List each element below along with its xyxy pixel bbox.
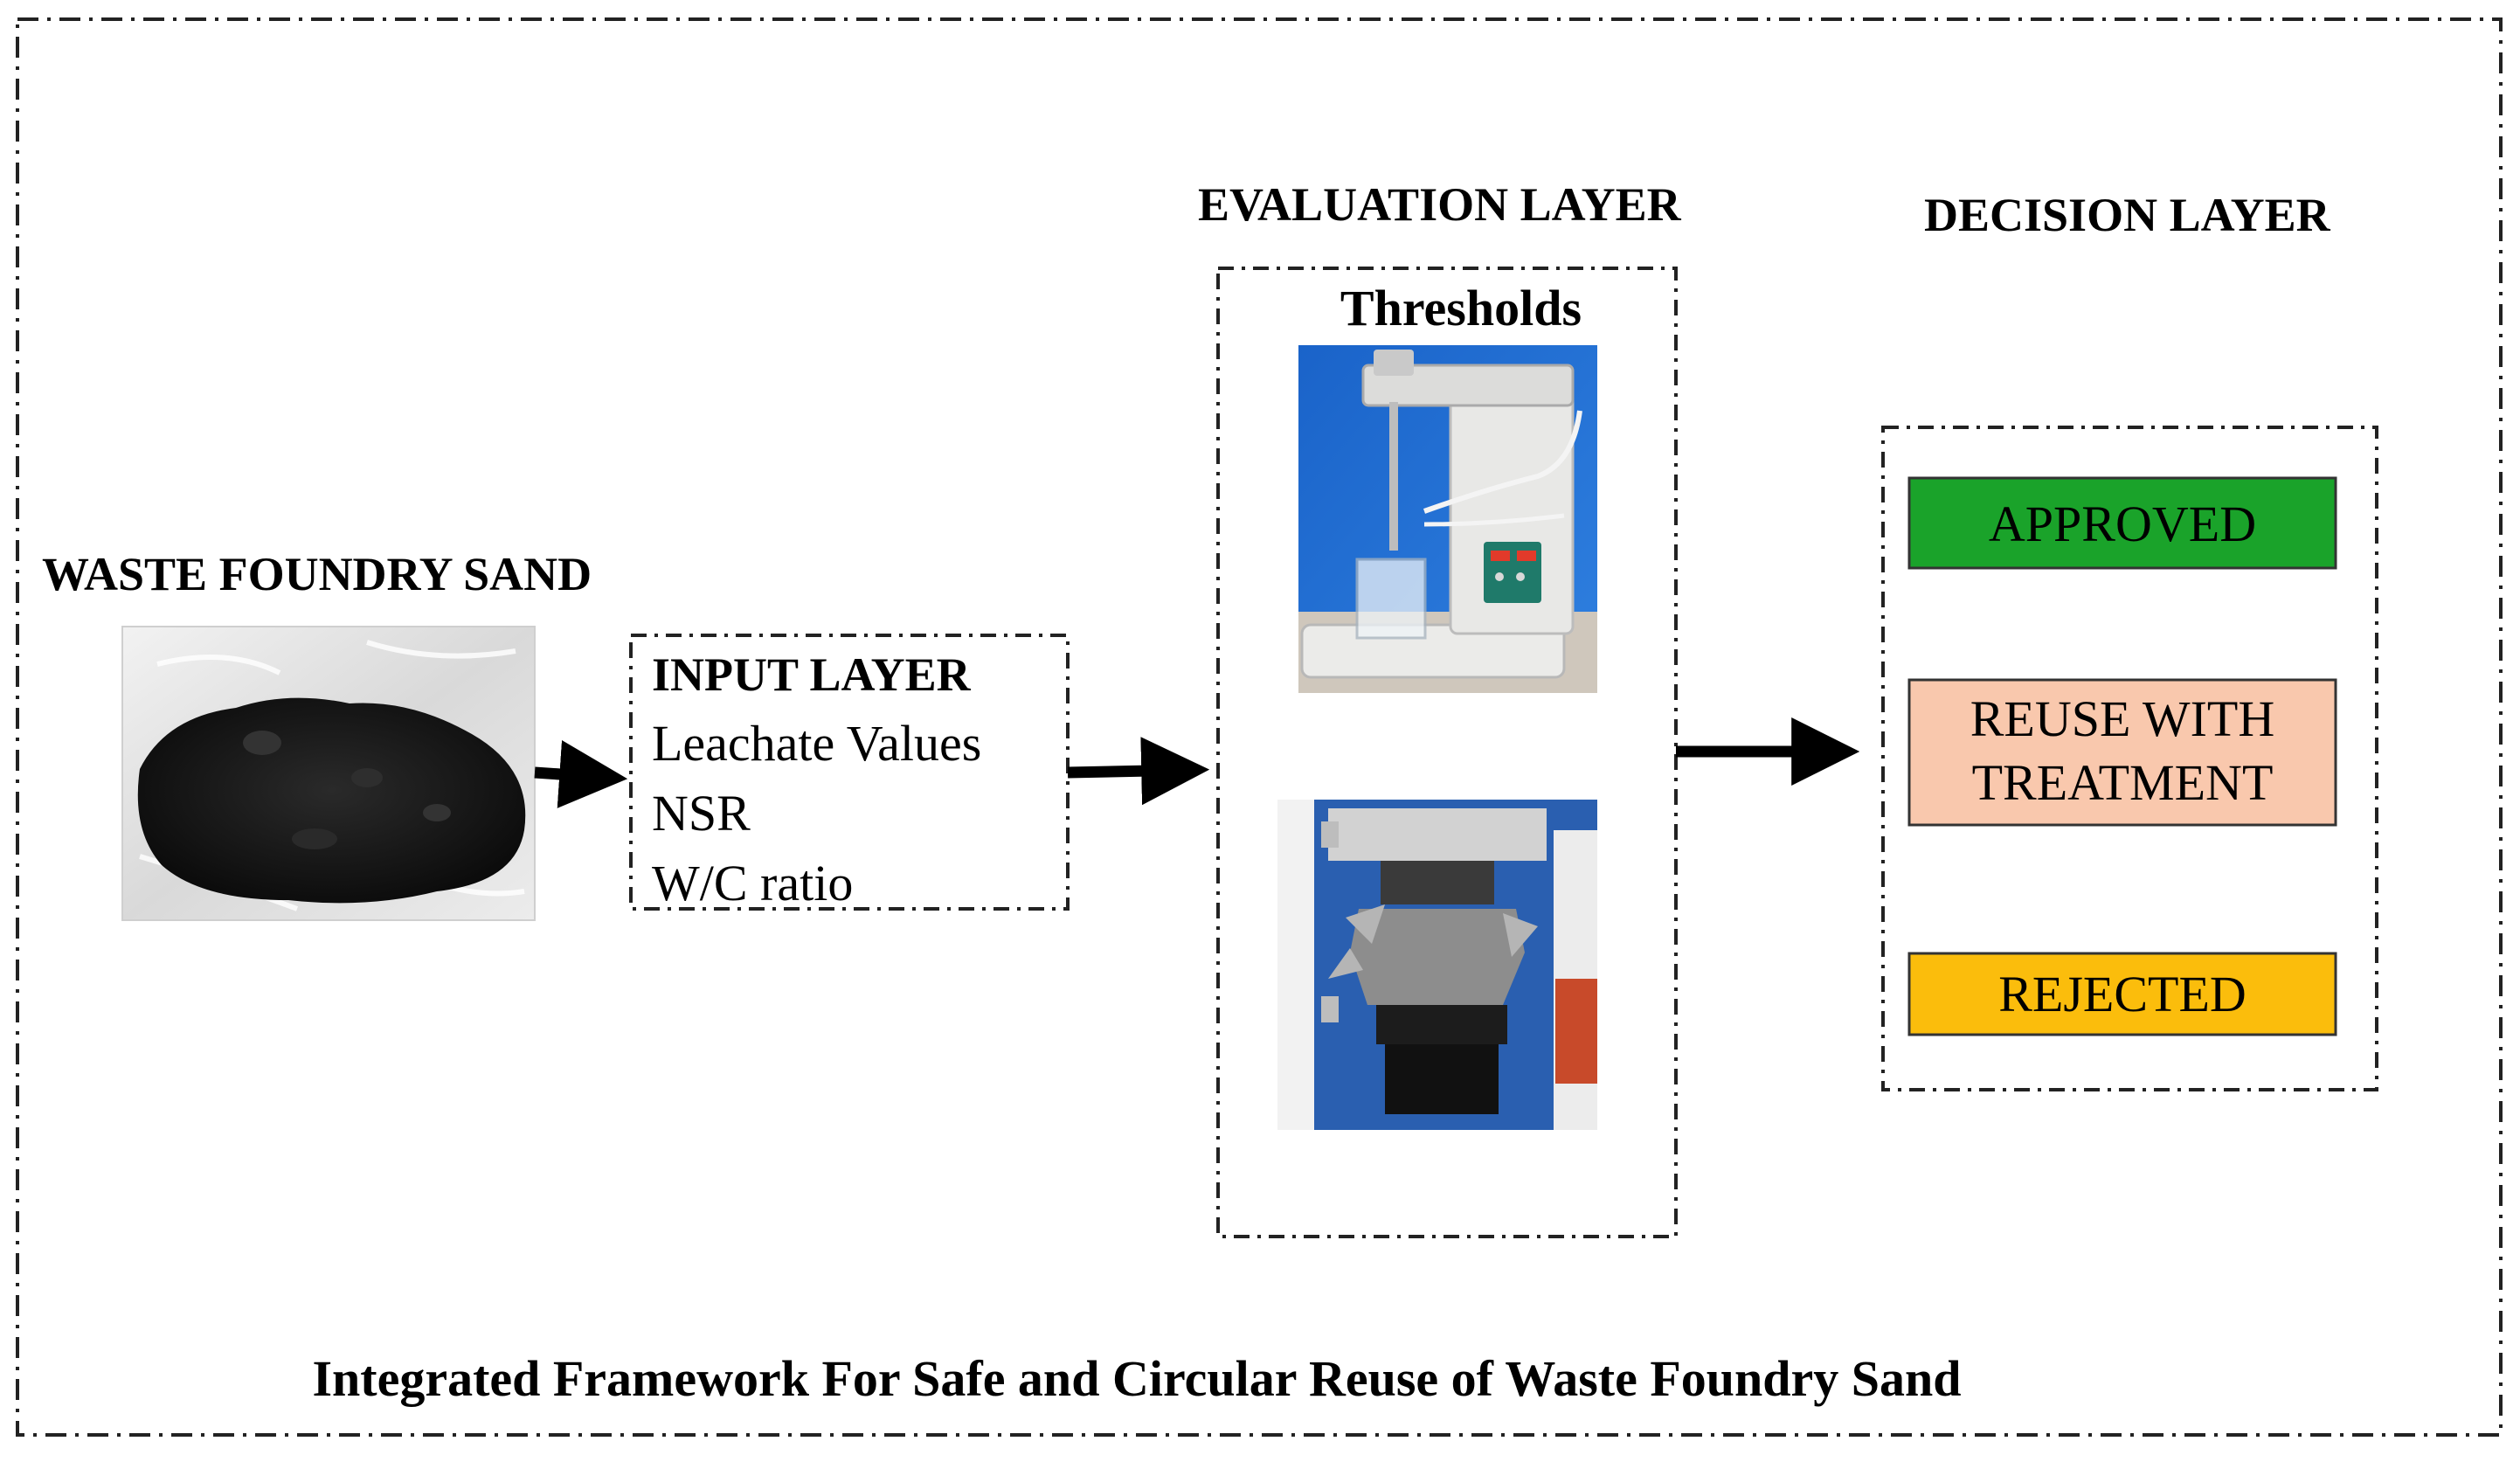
input-item: Leachate Values bbox=[652, 715, 981, 772]
outcome-reuse-with-treatment: REUSE WITH TREATMENT bbox=[1907, 678, 2337, 827]
source-label: WASTE FOUNDRY SAND bbox=[42, 548, 592, 600]
input-item: NSR bbox=[652, 785, 751, 842]
footer-title: Integrated Framework For Safe and Circul… bbox=[312, 1350, 1961, 1407]
outcome-label: APPROVED bbox=[1989, 495, 2256, 552]
outer-frame bbox=[16, 17, 2503, 1437]
outcome-approved: APPROVED bbox=[1907, 476, 2337, 570]
compression-test-machine-photo bbox=[1277, 800, 1597, 1130]
input-item: W/C ratio bbox=[652, 855, 853, 911]
input-layer-box bbox=[629, 634, 1070, 911]
outcome-label: REUSE WITH bbox=[1970, 690, 2275, 747]
arrow-sand-to-input bbox=[534, 740, 628, 808]
outcome-label: TREATMENT bbox=[1972, 754, 2274, 811]
decision-layer-title: DECISION LAYER bbox=[1924, 189, 2331, 241]
jar-test-apparatus-photo bbox=[1298, 345, 1597, 693]
input-layer-title: INPUT LAYER bbox=[652, 648, 972, 701]
arrow-input-to-evaluation bbox=[1067, 737, 1210, 806]
outcome-rejected: REJECTED bbox=[1907, 952, 2337, 1036]
evaluation-subtitle: Thresholds bbox=[1340, 280, 1582, 336]
outcome-label: REJECTED bbox=[1998, 966, 2247, 1022]
waste-foundry-sand-photo bbox=[121, 626, 536, 921]
sand-pile bbox=[137, 697, 526, 904]
evaluation-layer-title: EVALUATION LAYER bbox=[1198, 178, 1682, 231]
